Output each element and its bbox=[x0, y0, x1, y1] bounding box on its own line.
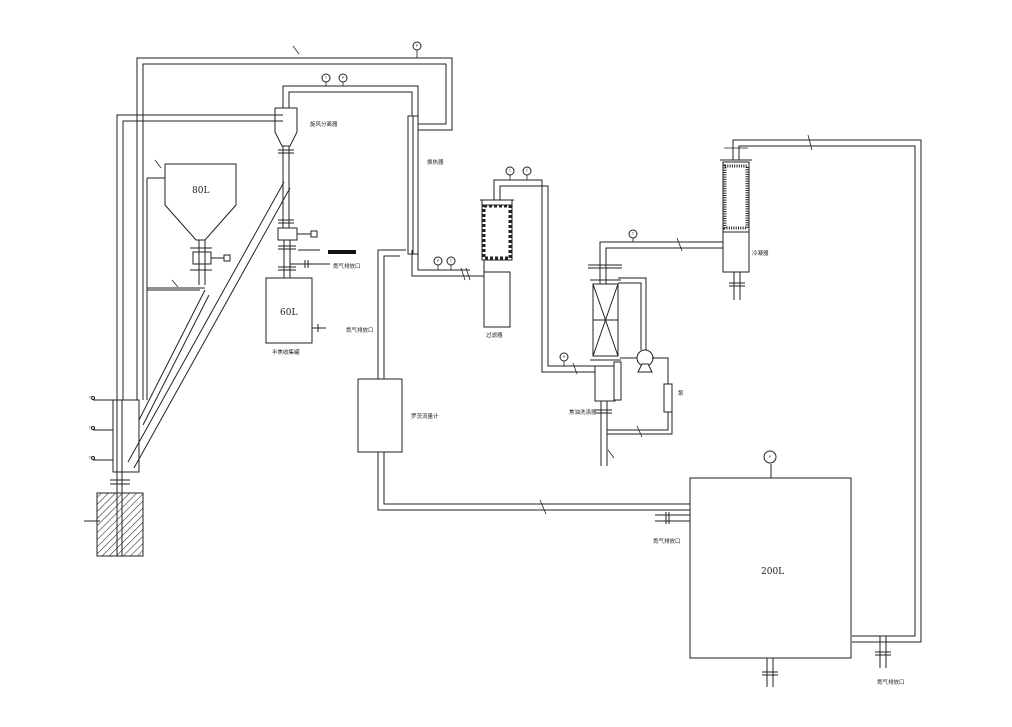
gauge-h1: P bbox=[433, 256, 443, 270]
pipe-diagonal bbox=[127, 181, 291, 469]
svg-text:T: T bbox=[449, 259, 453, 263]
svg-text:T: T bbox=[508, 169, 512, 173]
reactor bbox=[84, 396, 144, 557]
label-purifier: 焦油洗涤器 bbox=[569, 408, 597, 416]
gauge-top: P bbox=[412, 41, 422, 58]
svg-text:P: P bbox=[769, 455, 771, 459]
cyclone-separator bbox=[274, 107, 356, 278]
svg-text:T: T bbox=[88, 396, 92, 400]
filter bbox=[470, 179, 582, 375]
gauge-cyc2: P bbox=[338, 73, 348, 86]
gauge-cond: T bbox=[628, 229, 638, 242]
condenser bbox=[712, 134, 922, 643]
hopper-80l bbox=[146, 163, 237, 400]
svg-text:T: T bbox=[88, 426, 92, 430]
label-condenser: 冷凝器 bbox=[752, 249, 769, 257]
label-drain-4: 氮气排放口 bbox=[877, 678, 905, 686]
svg-text:T: T bbox=[88, 456, 92, 460]
svg-text:T: T bbox=[525, 169, 529, 173]
label-heater: 换热器 bbox=[427, 158, 444, 166]
gauge-tank: P bbox=[763, 450, 777, 464]
label-flowmeter: 罗茨流量计 bbox=[411, 412, 439, 420]
pipe-top-loop bbox=[116, 45, 453, 470]
label-60l: 60L bbox=[280, 308, 297, 318]
svg-text:P: P bbox=[342, 76, 344, 80]
pipe-cyclone-top bbox=[282, 85, 419, 118]
label-drain-3: 氮气排放口 bbox=[653, 537, 681, 545]
svg-text:P: P bbox=[563, 355, 565, 359]
pump bbox=[607, 277, 673, 438]
label-collector: 半焦收集罐 bbox=[272, 348, 300, 356]
gauge-r2: T bbox=[88, 426, 92, 430]
label-pump: 泵 bbox=[678, 390, 684, 397]
tank-200l bbox=[655, 464, 891, 687]
gauge-f1: T bbox=[505, 166, 515, 180]
label-filter: 过滤器 bbox=[486, 331, 503, 339]
gauge-h2: T bbox=[446, 256, 456, 270]
svg-text:T: T bbox=[631, 232, 635, 236]
gauge-cyc1: T bbox=[321, 73, 331, 86]
gauge-wash: P bbox=[559, 352, 569, 366]
gauge-f2: T bbox=[522, 166, 532, 180]
svg-text:P: P bbox=[437, 259, 439, 263]
gauge-r1: T bbox=[88, 396, 92, 400]
label-cyclone: 旋风分离器 bbox=[310, 120, 338, 128]
tar-washer bbox=[582, 237, 712, 466]
label-drain-2: 氮气排放口 bbox=[346, 326, 374, 334]
roots-flowmeter bbox=[357, 378, 403, 453]
label-drain-1: 氮气排放口 bbox=[333, 262, 361, 270]
label-80l: 80L bbox=[192, 186, 209, 196]
collector-60l bbox=[265, 277, 326, 344]
heat-exchanger bbox=[377, 115, 690, 515]
svg-text:P: P bbox=[416, 44, 418, 48]
label-200l: 200L bbox=[761, 567, 784, 577]
svg-text:T: T bbox=[324, 76, 328, 80]
gauge-r3: T bbox=[88, 456, 92, 460]
